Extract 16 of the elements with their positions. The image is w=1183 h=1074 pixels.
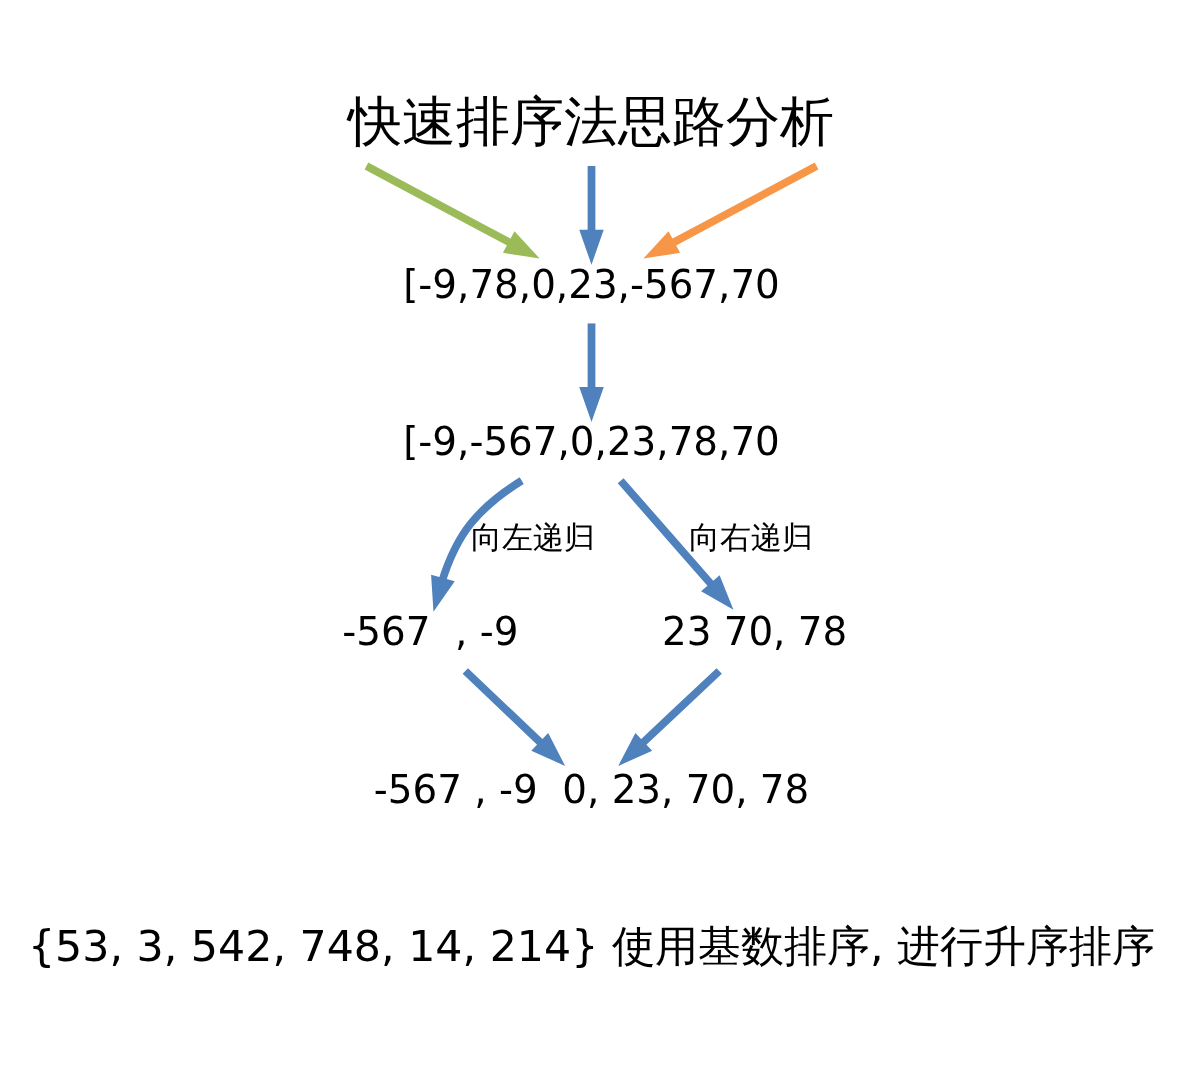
node-text: [-9,78,0,23,-567,70 <box>403 261 780 307</box>
arrow <box>462 668 566 766</box>
edge-label: 向右递归 <box>688 518 813 555</box>
label: {53, 3, 542, 748, 14, 214} 使用基数排序, 进行升序排序 <box>27 921 1156 972</box>
arrow <box>617 478 734 610</box>
edge-label: 向左递归 <box>471 518 596 555</box>
arrow <box>364 162 540 259</box>
node-text: -567 , -9 0, 23, 70, 78 <box>373 766 810 812</box>
node-text: 23 70, 78 <box>661 609 848 655</box>
node-text: -567 , -9 <box>342 609 519 655</box>
arrow <box>643 162 819 259</box>
arrow <box>618 668 722 766</box>
arrow <box>431 477 524 612</box>
node-text: [-9,-567,0,23,78,70 <box>403 419 780 465</box>
arrow <box>579 165 604 265</box>
diagram-title: 快速排序法思路分析 <box>348 90 835 154</box>
